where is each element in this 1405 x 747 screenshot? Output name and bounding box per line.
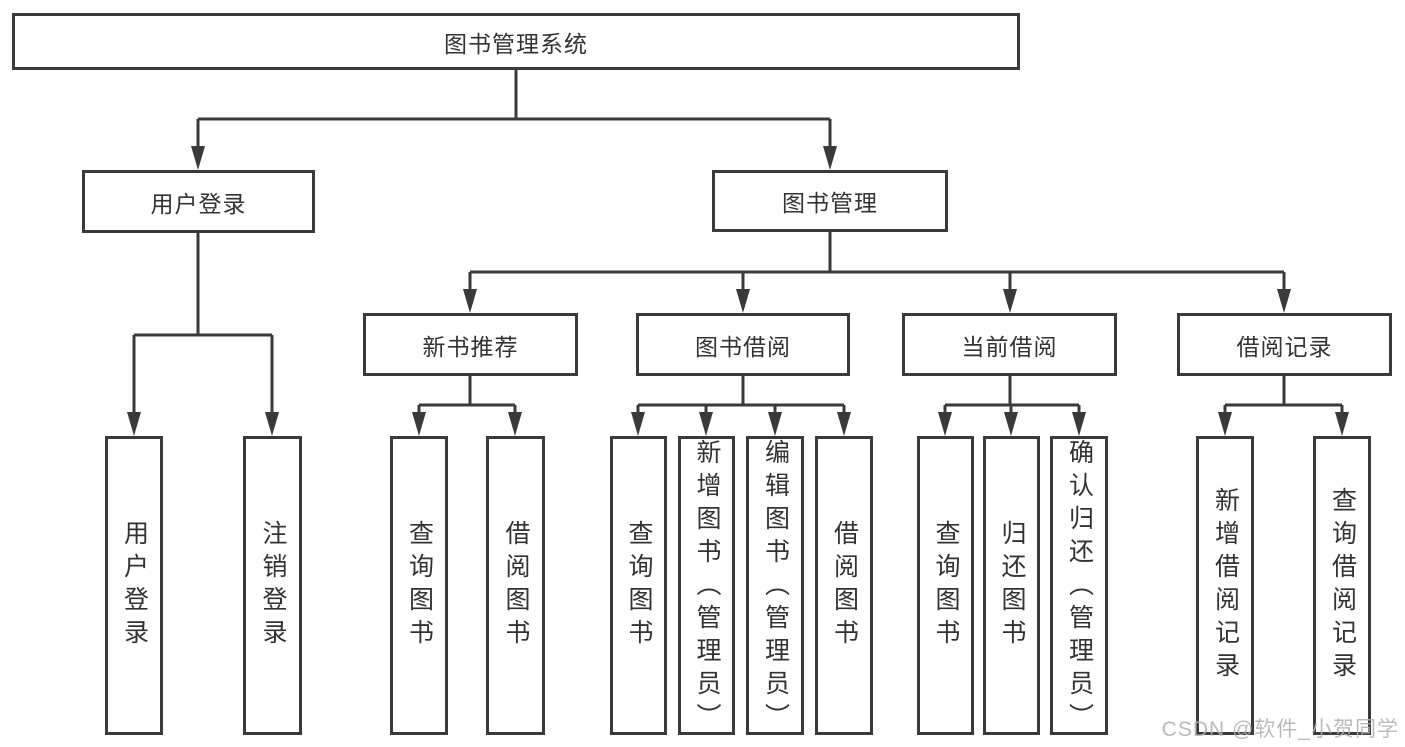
node-book-borrowing: 图书借阅 [636, 313, 850, 376]
node-current-borrowing: 当前借阅 [902, 313, 1117, 376]
leaf-bb-edit-books-admin: 编辑图书（管理员） [746, 436, 804, 736]
leaf-br-query-record: 查询借阅记录 [1313, 436, 1371, 735]
node-borrowing-records: 借阅记录 [1177, 313, 1392, 376]
leaf-bb-query-books: 查询图书 [610, 436, 667, 735]
leaf-user-login: 用户登录 [105, 436, 163, 735]
leaf-nbr-borrow-books: 借阅图书 [486, 436, 545, 735]
leaf-logout-login: 注销登录 [243, 436, 302, 735]
tree-edges [132, 70, 1344, 416]
leaf-br-add-record: 新增借阅记录 [1196, 436, 1254, 735]
arrowheads [127, 146, 1349, 436]
csdn-watermark: CSDN @软件_小贺同学 [1161, 718, 1399, 741]
leaf-cb-query-books: 查询图书 [917, 436, 974, 735]
leaf-cb-return-books: 归还图书 [983, 436, 1040, 735]
node-library-management-system: 图书管理系统 [12, 13, 1020, 70]
leaf-nbr-query-books: 查询图书 [390, 436, 448, 735]
node-user-login: 用户登录 [82, 170, 315, 233]
leaf-bb-borrow-books: 借阅图书 [815, 436, 873, 735]
node-new-book-recommend: 新书推荐 [363, 313, 578, 376]
leaf-bb-add-books-admin: 新增图书（管理员） [678, 436, 735, 736]
node-book-management: 图书管理 [712, 170, 948, 232]
leaf-cb-confirm-return-admin: 确认归还（管理员） [1050, 436, 1108, 736]
